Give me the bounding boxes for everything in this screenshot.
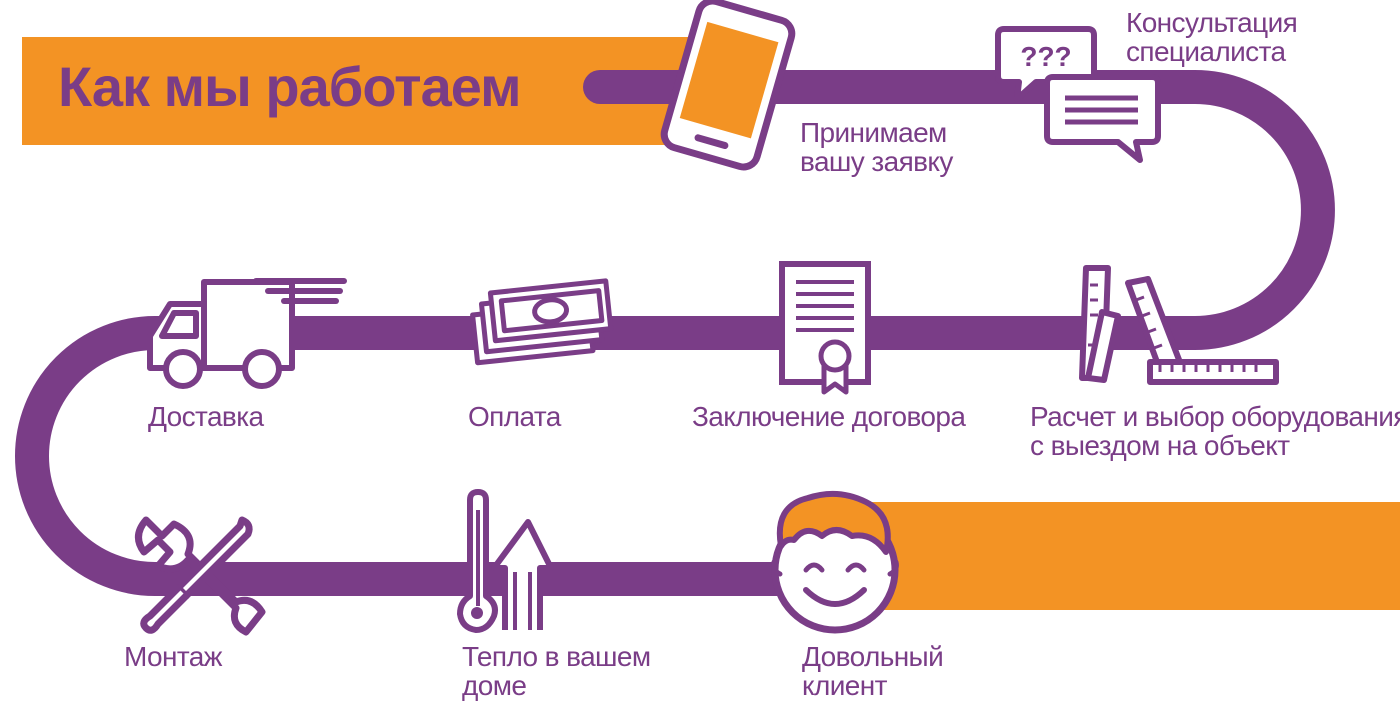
ruler-compass-icon — [1079, 265, 1279, 385]
page-title: Как мы работаем — [58, 55, 522, 118]
process-path — [15, 70, 1335, 596]
chat-bubbles-icon: ??? — [995, 26, 1161, 163]
happy-face-icon — [771, 490, 899, 634]
question-marks: ??? — [1020, 41, 1071, 72]
step-label-installation: Монтаж — [124, 641, 222, 672]
thermometer-arrow-icon — [457, 489, 554, 633]
delivery-truck-icon — [147, 278, 347, 389]
step-label-contract: Заключение договора — [692, 401, 966, 432]
end-banner — [872, 502, 1400, 610]
contract-document-icon — [779, 261, 871, 395]
step-label-payment: Оплата — [468, 401, 561, 432]
money-bills-icon — [470, 278, 614, 366]
wrench-screwdriver-icon — [135, 516, 266, 636]
smartphone-icon — [660, 0, 796, 171]
step-label-delivery: Доставка — [148, 401, 264, 432]
